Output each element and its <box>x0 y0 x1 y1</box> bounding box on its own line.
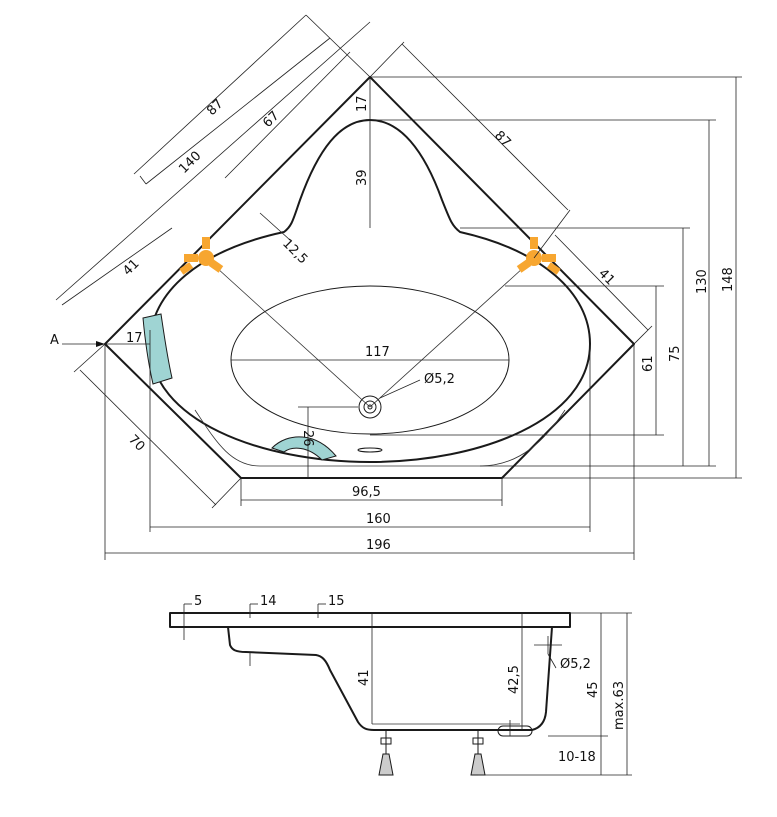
dim-125-line <box>259 212 291 241</box>
label-87-tr: 87 <box>491 128 513 150</box>
dim-87-tr-line <box>401 43 569 211</box>
label-70: 70 <box>125 432 147 454</box>
overflow-mark <box>357 447 383 453</box>
label-14: 14 <box>260 594 277 609</box>
leg-right-icon <box>470 730 486 776</box>
dim-67-line <box>224 51 351 179</box>
inner-basin-edge <box>149 119 591 463</box>
view-marker: A <box>50 333 59 348</box>
label-160: 160 <box>366 512 391 527</box>
label-425-side: 42,5 <box>507 665 522 694</box>
top-view: A 87 140 67 87 17 39 12,5 41 41 17 117 Ø… <box>50 14 742 560</box>
label-41-side: 41 <box>357 669 372 686</box>
side-view: 5 14 15 41 42,5 Ø5,2 45 max.63 10-18 <box>169 594 632 776</box>
label-5: 5 <box>194 594 202 609</box>
dim-70-line <box>79 369 217 506</box>
label-130: 130 <box>695 269 710 294</box>
label-87-tl: 87 <box>204 97 226 119</box>
headrest-pillow <box>142 313 173 385</box>
label-965: 96,5 <box>352 485 381 500</box>
dim-41-right-line <box>554 234 649 331</box>
drain-leader <box>379 379 421 399</box>
grab-handle <box>271 436 337 461</box>
label-15: 15 <box>328 594 345 609</box>
label-117: 117 <box>365 345 390 360</box>
side-body <box>227 626 553 731</box>
label-max63: max.63 <box>612 681 627 730</box>
tap-right-icon <box>516 237 561 275</box>
side-overflow-leader <box>547 653 557 669</box>
label-148: 148 <box>721 267 736 292</box>
label-26: 26 <box>300 430 315 447</box>
label-45-side: 45 <box>586 681 601 698</box>
drain-icon <box>358 395 382 419</box>
label-75: 75 <box>668 345 683 362</box>
tap-left-icon <box>179 237 224 275</box>
leg-left-icon <box>378 730 394 776</box>
side-outlet <box>497 725 533 737</box>
label-drain: Ø5,2 <box>424 372 455 387</box>
label-17-top: 17 <box>355 95 370 112</box>
tub-outline <box>104 76 635 479</box>
inner-step-line <box>194 409 566 467</box>
label-61: 61 <box>641 355 656 372</box>
tap-left-line <box>205 257 371 408</box>
label-10-18: 10-18 <box>558 750 596 765</box>
side-rim <box>169 612 571 628</box>
dim-41-left-line <box>61 227 173 306</box>
label-39: 39 <box>355 169 370 186</box>
tap-right-line <box>369 257 535 408</box>
label-17-side: 17 <box>126 331 143 346</box>
label-67: 67 <box>260 109 282 131</box>
dim-87-tl-line <box>145 37 331 185</box>
label-125: 12,5 <box>279 236 310 267</box>
label-196: 196 <box>366 538 391 553</box>
label-overflow: Ø5,2 <box>560 657 591 672</box>
label-41-left: 41 <box>120 257 142 279</box>
label-41-right: 41 <box>595 266 617 288</box>
